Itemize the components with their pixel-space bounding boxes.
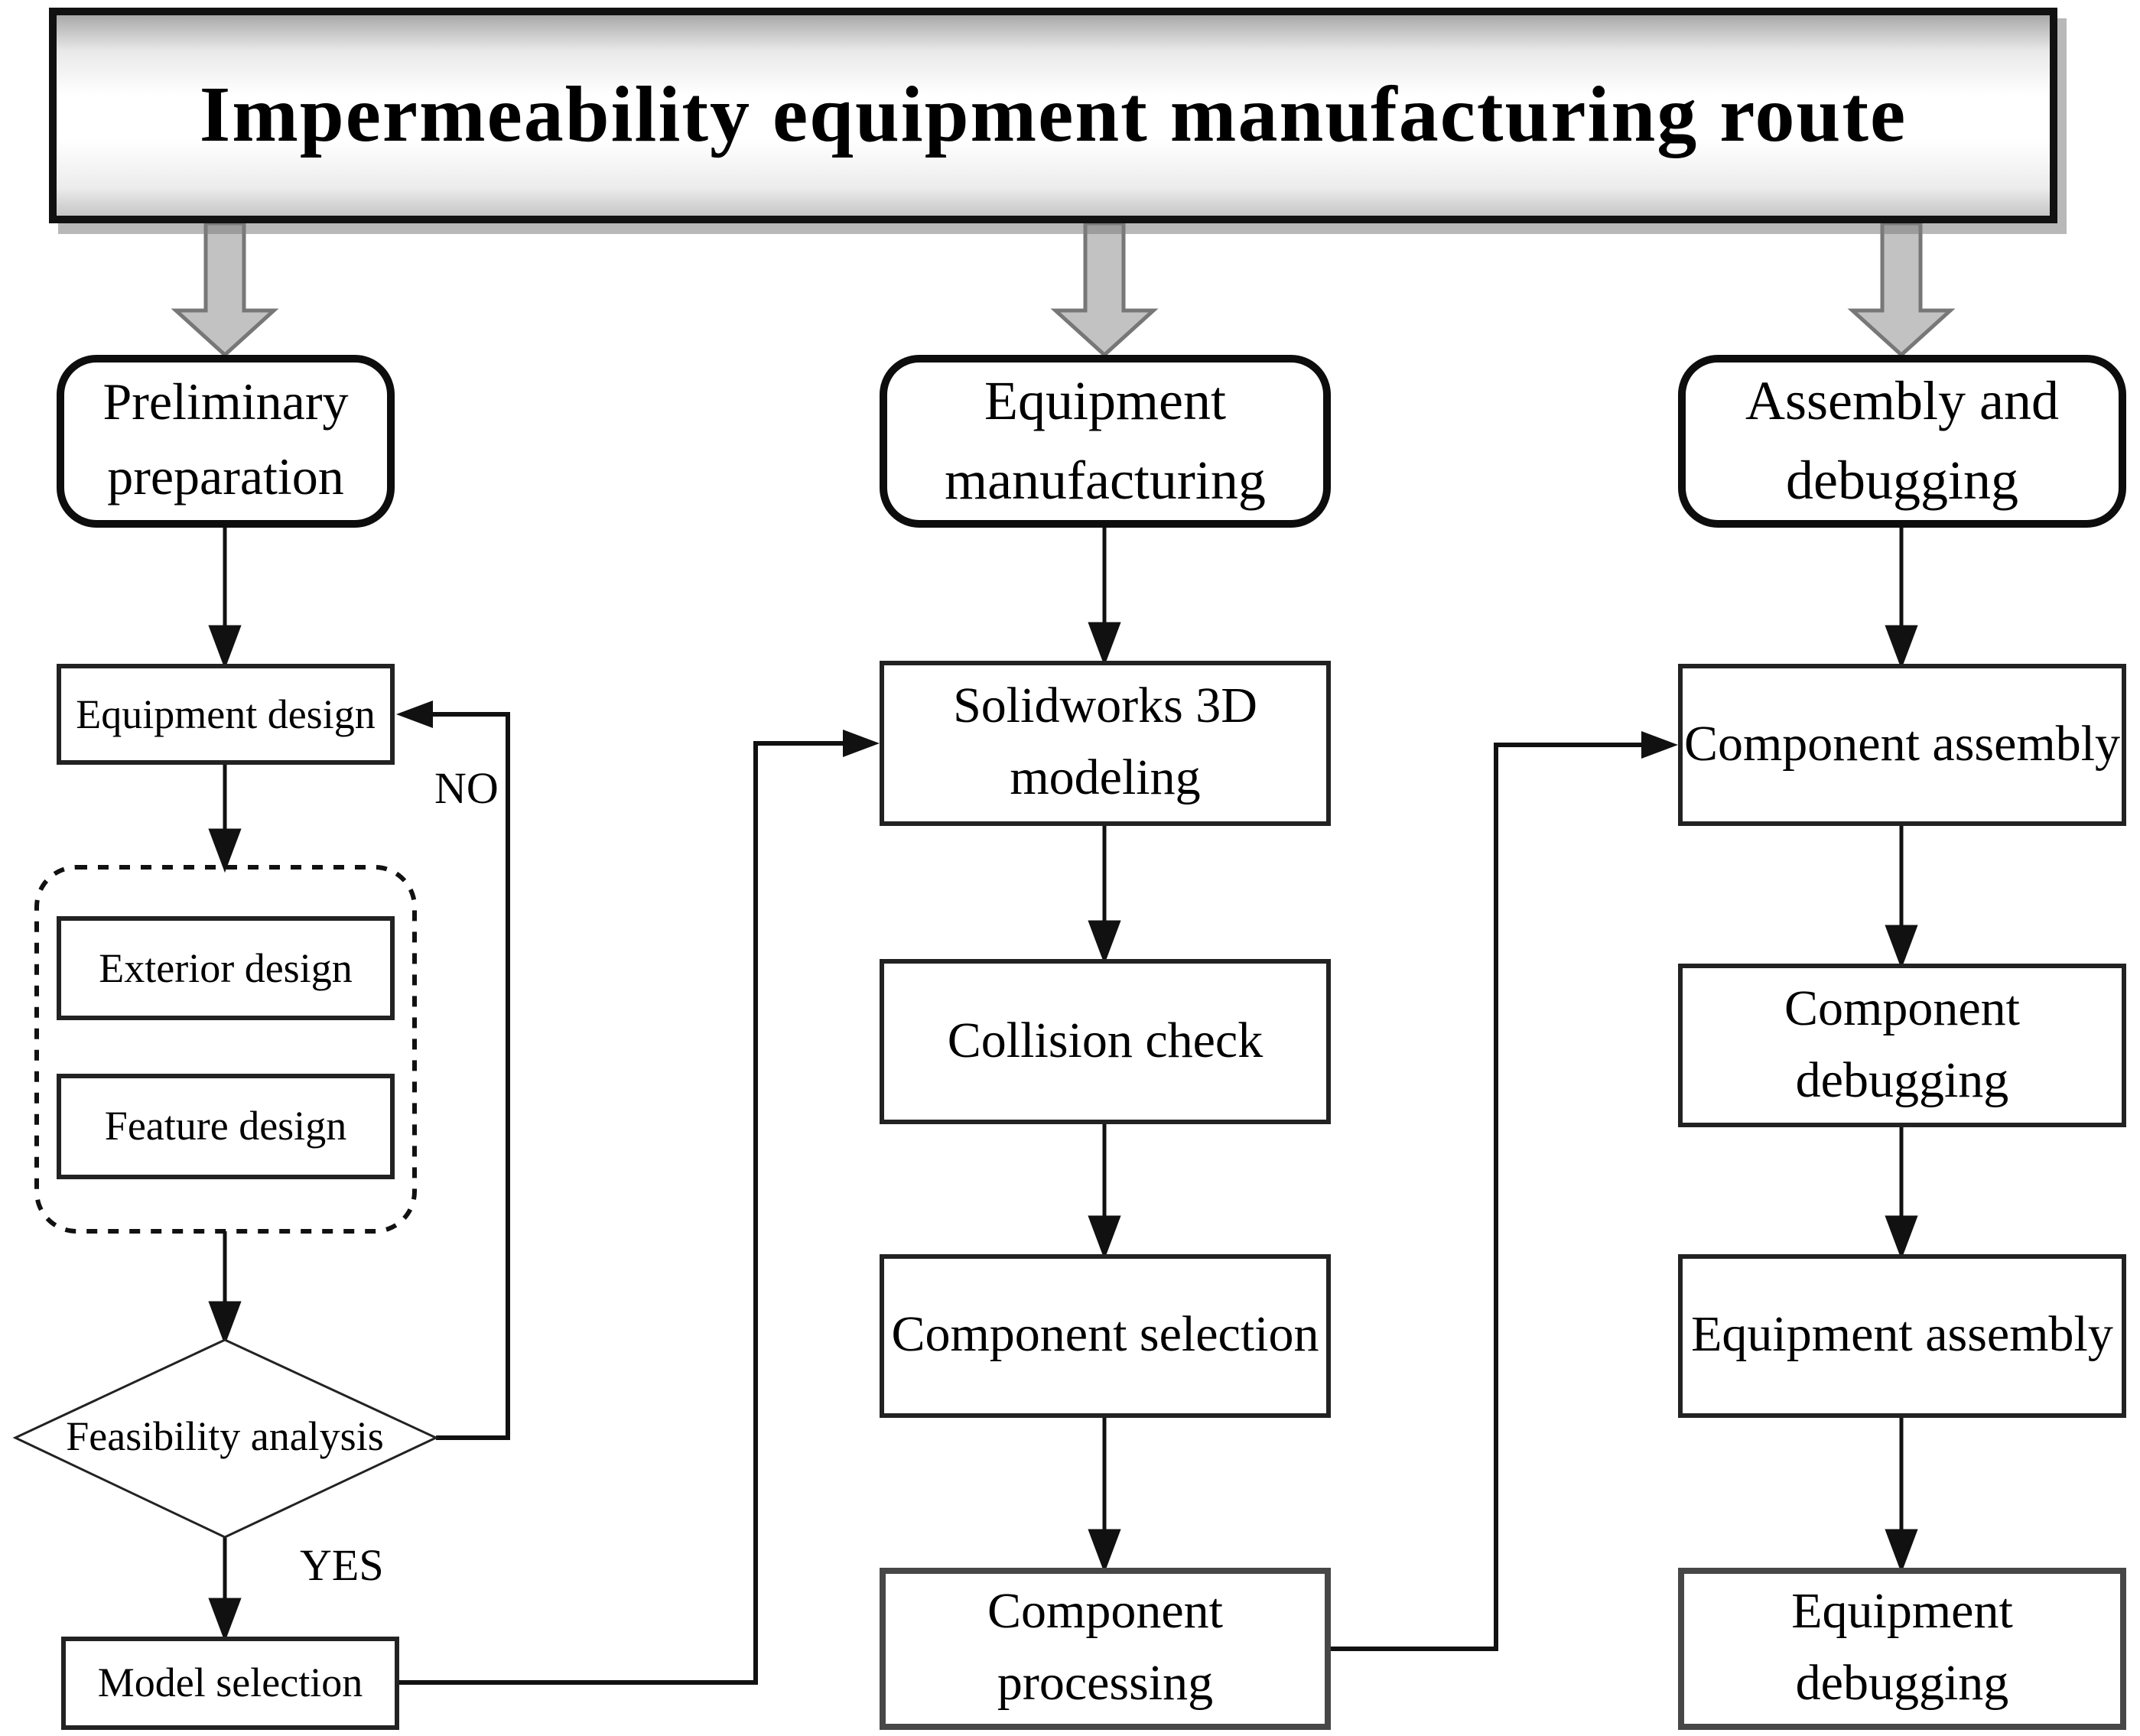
label-yes: YES [300, 1542, 384, 1591]
block-arrow-icon [171, 221, 1956, 358]
step-component-assembly: Component assembly [1678, 664, 2126, 826]
diagram-title: Impermeability equipment manufacturing r… [49, 8, 2057, 223]
phase-equipment-manufacturing: Equipment manufacturing [880, 355, 1331, 528]
step-equipment-assembly: Equipment assembly [1678, 1254, 2126, 1418]
label-no: NO [434, 765, 499, 814]
step-model-selection: Model selection [61, 1637, 399, 1730]
flow-arrow-icon [208, 528, 1918, 1643]
step-component-selection: Component selection [880, 1254, 1331, 1418]
step-exterior-design: Exterior design [57, 916, 395, 1020]
step-collision-check: Collision check [880, 959, 1331, 1124]
feasibility-diamond [12, 1338, 439, 1539]
step-solidworks-3d-modeling: Solidworks 3D modeling [880, 661, 1331, 826]
step-equipment-debugging: Equipment debugging [1678, 1568, 2126, 1730]
model-to-solidworks-connector [399, 730, 880, 1685]
no-loop-connector [396, 701, 510, 1440]
phase-preliminary-preparation: Preliminary preparation [57, 355, 395, 528]
step-component-processing: Component processing [880, 1568, 1331, 1730]
phase-assembly-and-debugging: Assembly and debugging [1678, 355, 2126, 528]
step-feature-design: Feature design [57, 1074, 395, 1179]
decision-feasibility-analysis: Feasibility analysis [66, 1413, 384, 1459]
step-equipment-design: Equipment design [57, 664, 395, 765]
design-group-container [34, 865, 417, 1234]
processing-to-assembly-connector [1331, 731, 1678, 1651]
step-component-debugging: Component debugging [1678, 964, 2126, 1127]
